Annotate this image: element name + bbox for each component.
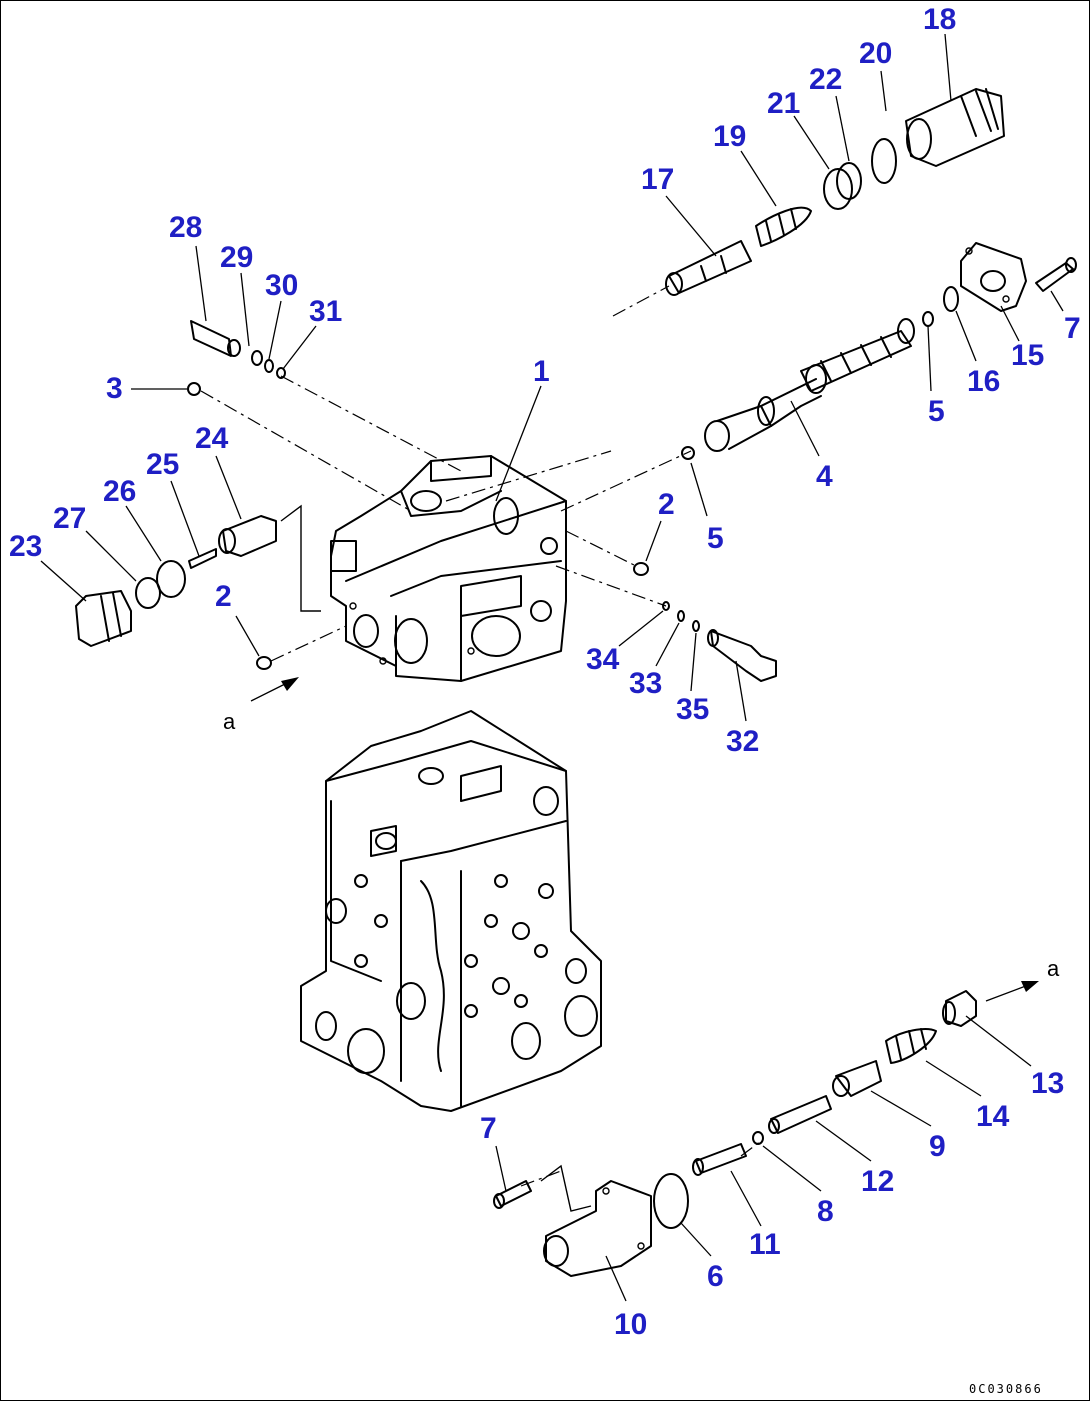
label-4: 4 <box>816 460 833 493</box>
label-14: 14 <box>976 1100 1010 1133</box>
label-6: 6 <box>707 1260 724 1293</box>
drawing-code: 0C030866 <box>969 1382 1043 1396</box>
valve-body-upper <box>330 455 567 682</box>
label-29: 29 <box>220 241 253 274</box>
label-10: 10 <box>614 1308 647 1341</box>
reference-mark-a-left: a <box>223 709 236 734</box>
label-3: 3 <box>106 372 123 405</box>
spool-assembly <box>704 242 1077 452</box>
oring-16 <box>943 286 959 312</box>
bolt-7-upper <box>1035 262 1074 292</box>
plug-2-right <box>633 562 649 576</box>
label-15: 15 <box>1011 339 1044 372</box>
label-23: 23 <box>9 530 42 563</box>
label-11: 11 <box>749 1228 781 1261</box>
label-5-upper: 5 <box>928 395 945 428</box>
reference-mark-a-right: a <box>1047 956 1060 981</box>
label-17: 17 <box>641 163 674 196</box>
centerlines <box>200 285 762 1187</box>
label-1: 1 <box>533 355 550 388</box>
label-25: 25 <box>146 448 179 481</box>
plug-28-31 <box>187 320 286 396</box>
label-9: 9 <box>929 1130 946 1163</box>
plug-3 <box>187 382 201 396</box>
label-2-left: 2 <box>215 580 232 613</box>
label-7-upper: 7 <box>1064 312 1081 345</box>
part-labels: 18 20 22 21 19 17 28 29 30 31 7 15 16 5 … <box>9 3 1081 1341</box>
lower-assembly-6-14 <box>493 990 977 1277</box>
label-28: 28 <box>169 211 202 244</box>
label-18: 18 <box>923 3 956 36</box>
label-35: 35 <box>676 693 709 726</box>
label-34: 34 <box>586 643 620 676</box>
direction-arrows <box>250 677 1039 1002</box>
label-32: 32 <box>726 725 759 758</box>
label-7-lower: 7 <box>480 1112 497 1145</box>
oring-5-upper <box>922 311 934 327</box>
label-31: 31 <box>309 295 342 328</box>
label-24: 24 <box>195 422 229 455</box>
cover-15 <box>960 242 1027 312</box>
oring-5-center <box>681 446 695 460</box>
label-2-right: 2 <box>658 488 675 521</box>
leader-lines <box>40 33 1064 1302</box>
label-19: 19 <box>713 120 746 153</box>
label-30: 30 <box>265 269 298 302</box>
label-8: 8 <box>817 1195 834 1228</box>
plug-23-27 <box>75 504 321 647</box>
label-20: 20 <box>859 37 892 70</box>
label-22: 22 <box>809 63 842 96</box>
valve-body-lower <box>300 710 602 1112</box>
label-33: 33 <box>629 667 662 700</box>
label-5-center: 5 <box>707 522 724 555</box>
label-16: 16 <box>967 365 1000 398</box>
plug-32-35 <box>256 446 777 682</box>
label-26: 26 <box>103 475 136 508</box>
plug-2-left <box>256 656 272 670</box>
upper-spool-17-22 <box>665 88 1005 296</box>
label-12: 12 <box>861 1165 894 1198</box>
label-27: 27 <box>53 502 86 535</box>
label-13: 13 <box>1031 1067 1064 1100</box>
label-21: 21 <box>767 87 800 120</box>
